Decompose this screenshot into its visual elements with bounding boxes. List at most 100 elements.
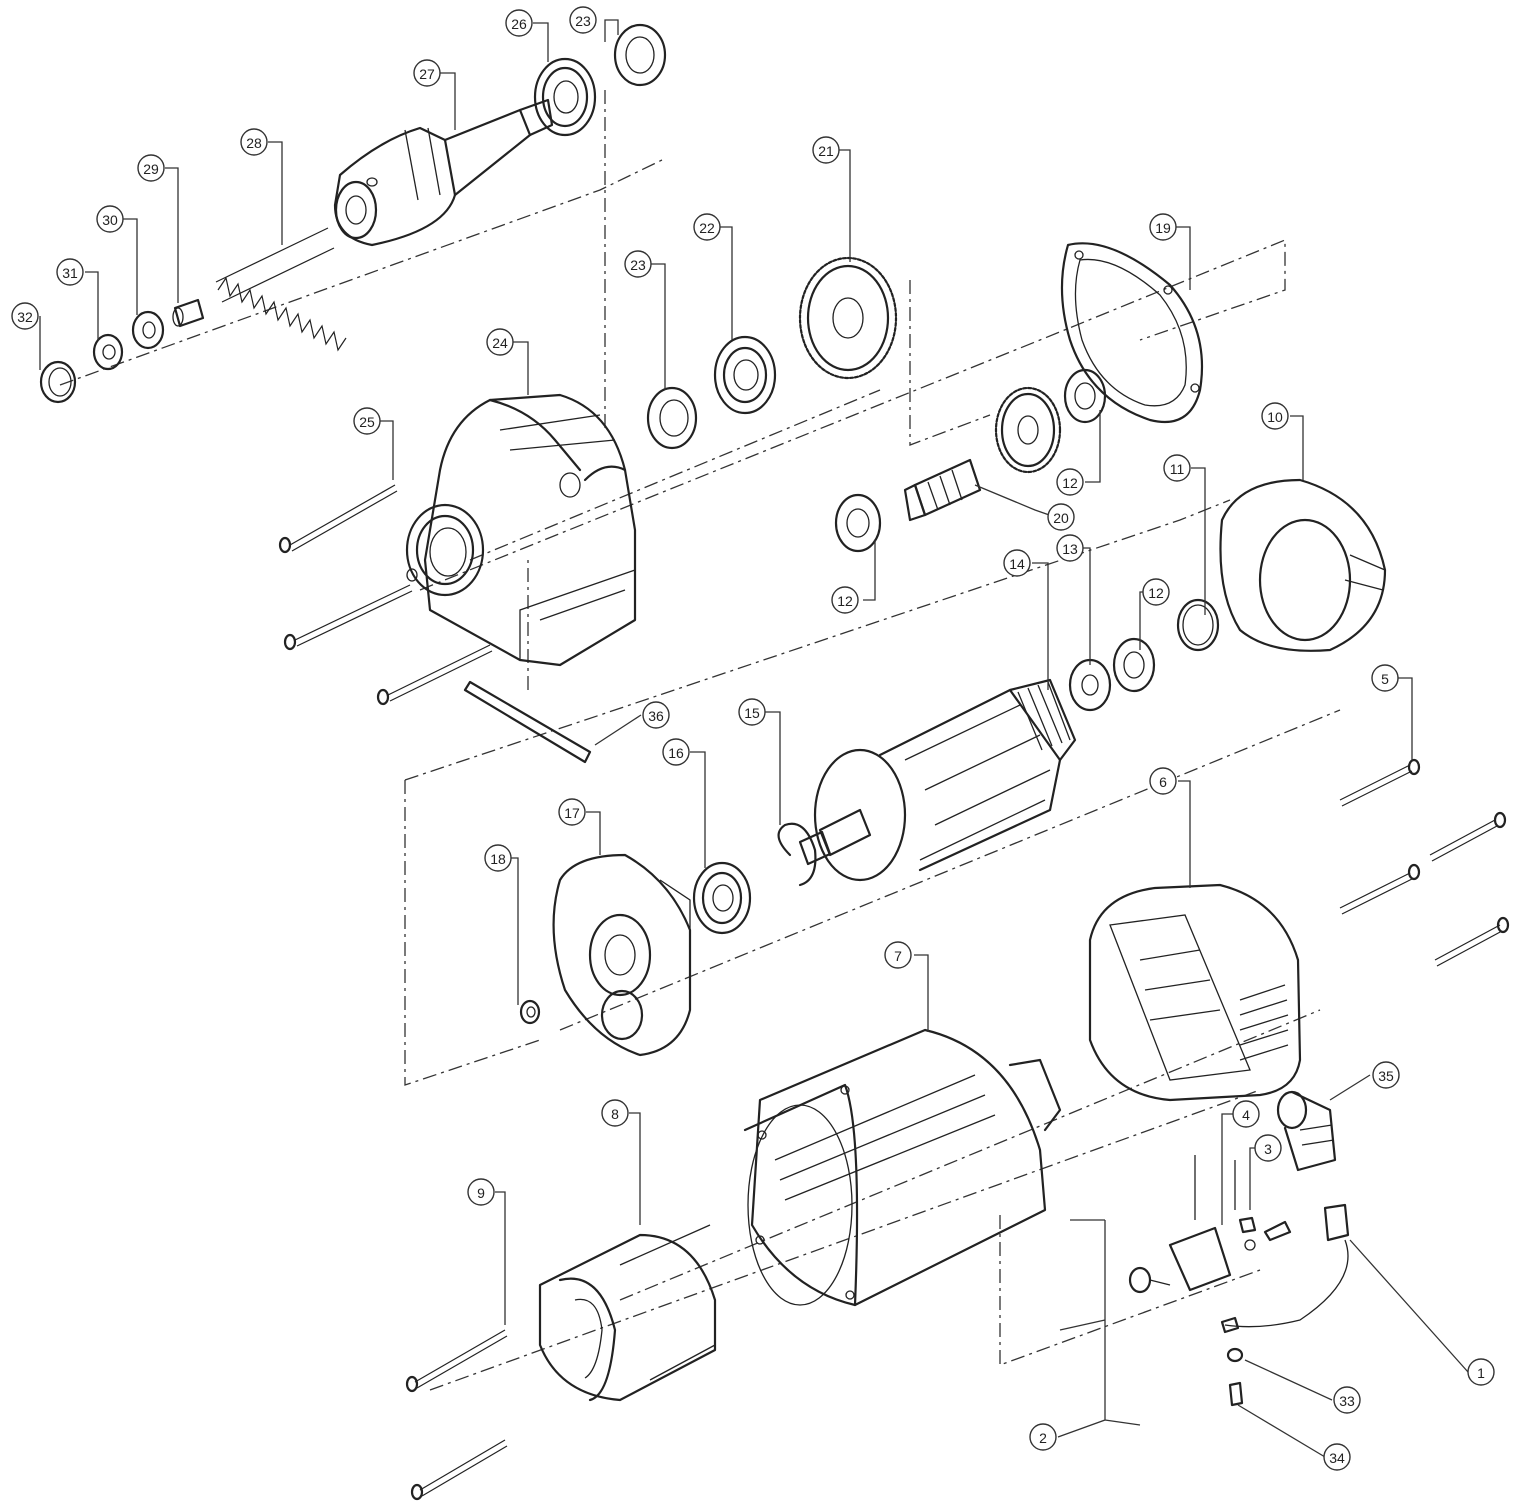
callout-c18: 18 xyxy=(484,844,512,872)
callout-c12b: 12 xyxy=(1056,468,1084,496)
part-11-o-ring xyxy=(1176,598,1220,652)
callout-circle xyxy=(1232,1100,1260,1128)
callout-circle xyxy=(137,154,165,182)
callout-circle xyxy=(569,6,597,34)
callout-circle xyxy=(1371,664,1399,692)
part-13-washer xyxy=(1068,658,1112,712)
part-32-retaining-ring xyxy=(39,360,77,404)
callout-c25: 25 xyxy=(353,407,381,435)
callout-label: 28 xyxy=(246,135,262,151)
callout-circle xyxy=(624,250,652,278)
callout-c26: 26 xyxy=(505,9,533,37)
callout-circle xyxy=(1056,468,1084,496)
callout-circle xyxy=(486,328,514,356)
callout-circle xyxy=(467,1178,495,1206)
callout-circle xyxy=(1003,549,1031,577)
callout-label: 2 xyxy=(1039,1430,1047,1446)
callout-label: 11 xyxy=(1170,461,1185,477)
callout-c14: 14 xyxy=(1003,549,1031,577)
callout-circle xyxy=(1056,534,1084,562)
callouts: 1234567891011121212131415161718192021222… xyxy=(11,6,1495,1471)
callout-c23b: 23 xyxy=(624,250,652,278)
callout-circle xyxy=(812,136,840,164)
callout-c6: 6 xyxy=(1149,767,1177,795)
callout-circle xyxy=(1333,1386,1361,1414)
callout-c16: 16 xyxy=(662,738,690,766)
part-23-seal-lower xyxy=(646,386,698,450)
part-5-screws xyxy=(1339,758,1510,967)
part-24-gear-housing xyxy=(405,393,637,667)
callout-circle xyxy=(1467,1358,1495,1386)
callout-label: 29 xyxy=(143,161,159,177)
callout-label: 14 xyxy=(1009,556,1025,572)
callout-circle xyxy=(1149,767,1177,795)
part-14-armature xyxy=(798,678,1077,882)
callout-label: 19 xyxy=(1155,220,1171,236)
callout-label: 13 xyxy=(1062,541,1078,557)
part-15-circlip xyxy=(777,822,817,887)
callout-label: 7 xyxy=(894,948,902,964)
part-17-bearing-plate xyxy=(552,853,692,1057)
callout-label: 5 xyxy=(1381,671,1389,687)
callout-c30: 30 xyxy=(96,205,124,233)
part-16-bearing xyxy=(692,861,752,935)
callout-c32: 32 xyxy=(11,302,39,330)
callout-c8: 8 xyxy=(601,1099,629,1127)
part-36-key xyxy=(463,680,592,764)
callout-circle xyxy=(831,586,859,614)
callout-c15: 15 xyxy=(738,698,766,726)
part-2-brush-holder-assembly xyxy=(1128,1155,1292,1294)
callout-circle xyxy=(56,258,84,286)
part-6-rear-housing xyxy=(1088,883,1302,1102)
callout-label: 9 xyxy=(477,1185,485,1201)
callout-label: 22 xyxy=(699,220,715,236)
callout-c12a: 12 xyxy=(831,586,859,614)
callout-c21: 21 xyxy=(812,136,840,164)
part-19-gasket xyxy=(1060,242,1204,424)
part-35-cable-gland xyxy=(1276,1090,1337,1172)
part-30-washer xyxy=(131,310,165,350)
callout-c28: 28 xyxy=(240,128,268,156)
callout-c29: 29 xyxy=(137,154,165,182)
part-12-bearing-c xyxy=(1112,637,1156,693)
callout-c33: 33 xyxy=(1333,1386,1361,1414)
part-23-seal-upper xyxy=(613,23,667,87)
callout-label: 8 xyxy=(611,1106,619,1122)
callout-c9: 9 xyxy=(467,1178,495,1206)
callout-c34: 34 xyxy=(1323,1443,1351,1471)
part-1-terminal-wire xyxy=(1220,1203,1350,1334)
callout-c10: 10 xyxy=(1261,402,1289,430)
callout-c7: 7 xyxy=(884,941,912,969)
part-33-washer xyxy=(1226,1347,1244,1363)
part-26-bearing xyxy=(533,57,597,137)
callout-c1: 1 xyxy=(1467,1358,1495,1386)
part-9-screws xyxy=(405,1329,508,1501)
callout-c36: 36 xyxy=(642,701,670,729)
callout-label: 33 xyxy=(1339,1393,1355,1409)
callout-label: 12 xyxy=(1062,475,1078,491)
callout-c31: 31 xyxy=(56,258,84,286)
callout-label: 30 xyxy=(102,212,118,228)
callout-label: 21 xyxy=(818,143,834,159)
callout-circle xyxy=(1254,1134,1282,1162)
callout-label: 23 xyxy=(630,257,646,273)
callout-label: 4 xyxy=(1242,1107,1250,1123)
callout-label: 34 xyxy=(1329,1450,1345,1466)
callout-circle xyxy=(505,9,533,37)
callout-label: 16 xyxy=(668,745,684,761)
callout-c22: 22 xyxy=(693,213,721,241)
callout-circle xyxy=(1029,1423,1057,1451)
callout-circle xyxy=(738,698,766,726)
callout-c35: 35 xyxy=(1372,1061,1400,1089)
callout-circle xyxy=(240,128,268,156)
callout-circle xyxy=(662,738,690,766)
callout-c3: 3 xyxy=(1254,1134,1282,1162)
callout-label: 24 xyxy=(492,335,508,351)
callout-c27: 27 xyxy=(413,59,441,87)
callout-label: 32 xyxy=(17,309,33,325)
callout-circle xyxy=(1142,578,1170,606)
callout-circle xyxy=(642,701,670,729)
callout-label: 12 xyxy=(1148,585,1164,601)
callout-label: 3 xyxy=(1264,1141,1272,1157)
